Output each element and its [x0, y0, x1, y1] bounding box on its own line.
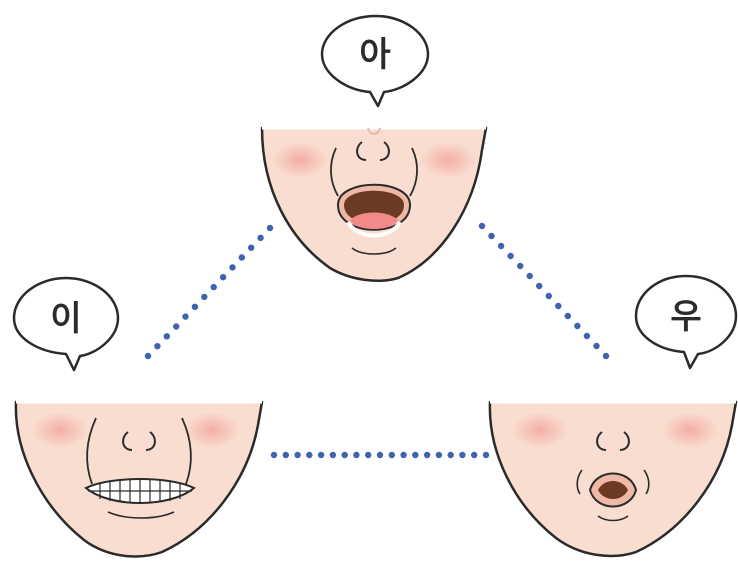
- connector-dot: [377, 452, 383, 458]
- connector-dot: [318, 452, 324, 458]
- speech-bubble-u: 우: [636, 276, 736, 368]
- connector-dot: [412, 452, 418, 458]
- connector-dot: [182, 313, 188, 319]
- connector-top-right: [479, 223, 609, 359]
- connector-dot: [342, 452, 348, 458]
- connector-dot: [593, 343, 599, 349]
- connector-dot: [229, 264, 235, 270]
- connector-dot: [479, 223, 485, 229]
- connector-dot: [507, 253, 513, 259]
- connector-top-left: [145, 225, 273, 359]
- connector-bottom: [271, 452, 489, 458]
- face-i-spread: [16, 402, 262, 556]
- connector-dot: [517, 263, 523, 269]
- connector-dot: [389, 452, 395, 458]
- connector-dot: [365, 452, 371, 458]
- connector-dot: [330, 452, 336, 458]
- connector-dot: [283, 452, 289, 458]
- connector-dot: [546, 293, 552, 299]
- bubble-a-label: 아: [359, 35, 390, 75]
- connector-dot: [173, 323, 179, 329]
- connector-dot: [220, 274, 226, 280]
- connector-dot: [483, 452, 489, 458]
- connector-dot: [192, 304, 198, 310]
- connector-dot: [164, 333, 170, 339]
- connector-dot: [459, 452, 465, 458]
- bubble-i-label: 이: [50, 299, 81, 339]
- connector-dot: [271, 452, 277, 458]
- connector-dot: [574, 323, 580, 329]
- bubble-u-label: 우: [670, 297, 701, 337]
- connector-dot: [154, 343, 160, 349]
- connector-dot: [565, 313, 571, 319]
- connector-dot: [584, 333, 590, 339]
- connector-dot: [471, 452, 477, 458]
- connector-dot: [294, 452, 300, 458]
- connector-dot: [145, 353, 151, 359]
- speech-bubble-i: 이: [14, 278, 118, 370]
- connector-dot: [201, 294, 207, 300]
- connector-dot: [448, 452, 454, 458]
- connector-dot: [488, 233, 494, 239]
- connector-dot: [267, 225, 273, 231]
- connector-dot: [353, 452, 359, 458]
- connector-dot: [555, 303, 561, 309]
- face-a-open: [262, 128, 486, 281]
- connector-dot: [248, 245, 254, 251]
- connector-dot: [306, 452, 312, 458]
- connector-dot: [498, 243, 504, 249]
- connector-dot: [211, 284, 217, 290]
- connector-dot: [536, 283, 542, 289]
- connector-dot: [400, 452, 406, 458]
- connector-dot: [527, 273, 533, 279]
- connector-dot: [424, 452, 430, 458]
- connector-dot: [239, 254, 245, 260]
- connector-dot: [436, 452, 442, 458]
- connector-dot: [257, 235, 263, 241]
- connector-dot: [603, 353, 609, 359]
- face-u-rounded: [490, 402, 736, 556]
- speech-bubble-a: 아: [322, 16, 428, 106]
